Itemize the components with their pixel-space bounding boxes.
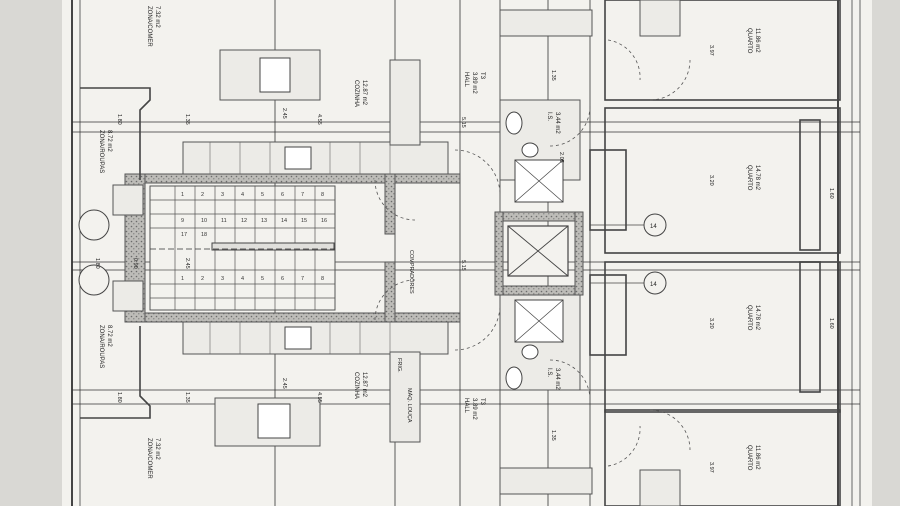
room-name: COZINHA	[353, 372, 359, 399]
step-number: 9	[181, 218, 184, 224]
step-number: 12	[241, 218, 247, 224]
room-area: 8.72 m2	[106, 325, 112, 347]
dimension-label: 1.60	[828, 188, 834, 199]
dimension-label: 1.35	[550, 430, 556, 441]
step-number: 7	[301, 276, 304, 282]
room-area: 3.89 m2	[471, 398, 477, 420]
step-number: 16	[321, 218, 327, 224]
door-swings	[374, 39, 691, 467]
unit-type: T3	[479, 398, 485, 406]
dimension-label: 1.35	[184, 114, 190, 125]
room-name: QUARTO	[746, 445, 752, 471]
step-number: 18	[201, 232, 207, 238]
dimension-label: 2.45	[281, 378, 287, 389]
elevator-shaft	[507, 225, 569, 277]
room-area: 11.86 m2	[754, 445, 760, 470]
cooktops	[214, 49, 321, 447]
step-number: 3	[221, 192, 224, 198]
dimension-label: 3.20	[708, 318, 714, 329]
room-area: 12.87 m2	[361, 80, 367, 106]
room-name: I.S.	[546, 112, 552, 121]
fixture-label: MÁQ. LOUÇA	[406, 388, 413, 423]
room-name: COZINHA	[353, 80, 359, 107]
step-number: 6	[281, 276, 284, 282]
dimension-label: 1.35	[550, 70, 556, 81]
room-name: ZONA/ROUPAS	[98, 130, 104, 173]
step-number: 1	[181, 276, 184, 282]
room-name: QUARTO	[746, 28, 752, 54]
bathrooms	[499, 99, 581, 391]
dimension-label: 3.97	[708, 45, 714, 56]
dimension-label: 1.35	[184, 392, 190, 403]
step-number: 7	[301, 192, 304, 198]
step-number: 1	[181, 192, 184, 198]
step-number: 3	[221, 276, 224, 282]
laundry-zone	[78, 87, 151, 419]
room-labels: ZONA/COMER 7.32 m2 ZONA/ROUPAS 8.72 m2 C…	[98, 6, 760, 479]
dimension-label: 3.20	[708, 175, 714, 186]
fixture-label: COMPRADORES	[408, 250, 414, 294]
bedroom-walls	[499, 0, 841, 506]
room-name: ZONA/COMER	[146, 438, 152, 479]
step-number: 14	[281, 218, 287, 224]
dimension-label: 0.90	[132, 258, 138, 269]
room-area: 14.78 m2	[754, 305, 760, 331]
room-area: 11.86 m2	[754, 28, 760, 53]
dimension-label: 4.55	[316, 392, 322, 403]
room-name: HALL	[463, 72, 469, 88]
room-area: 12.87 m2	[361, 372, 367, 398]
step-number: 10	[201, 218, 207, 224]
room-name: I.S.	[546, 368, 552, 377]
section-marker-label: 14	[650, 282, 657, 288]
room-area: 8.72 m2	[106, 130, 112, 152]
step-number: 5	[261, 276, 264, 282]
step-number: 13	[261, 218, 267, 224]
dimension-labels: 1.80 1.35 4.55 2.45 5.15 1.35 2.05 3.20 …	[94, 45, 834, 473]
room-area: 7.32 m2	[154, 438, 160, 460]
room-area: 14.78 m2	[754, 165, 760, 191]
stair-step-numbers: 1 2 3 4 5 6 7 8 9 10 11 12 13 14 15 16 1…	[181, 192, 327, 282]
dimension-label: 5.15	[460, 117, 466, 128]
dimension-label: 2.45	[281, 108, 287, 119]
step-number: 2	[201, 276, 204, 282]
section-marker-label: 14	[650, 224, 657, 230]
dimension-label: 5.15	[460, 260, 466, 271]
kitchen-counters	[182, 59, 449, 443]
dimension-label: 2.05	[558, 152, 564, 163]
step-number: 2	[201, 192, 204, 198]
step-number: 17	[181, 232, 187, 238]
step-number: 6	[281, 192, 284, 198]
staircase	[149, 185, 336, 311]
step-number: 15	[301, 218, 307, 224]
dimension-label: 1.60	[828, 318, 834, 329]
dimension-label: 3.97	[708, 462, 714, 473]
room-area: 3.89 m2	[471, 72, 477, 94]
room-name: ZONA/ROUPAS	[98, 325, 104, 368]
section-markers: 14 14	[590, 213, 667, 295]
dimension-label: 4.55	[316, 114, 322, 125]
fixture-label: FRIG.	[396, 358, 402, 373]
dimension-label: 1.80	[116, 114, 122, 125]
step-number: 4	[241, 192, 244, 198]
step-number: 5	[261, 192, 264, 198]
unit-type: T3	[479, 72, 485, 80]
step-number: 4	[241, 276, 244, 282]
room-name: ZONA/COMER	[146, 6, 152, 47]
step-number: 11	[221, 218, 227, 224]
room-area: 7.32 m2	[154, 6, 160, 28]
room-area: 3.44 m2	[554, 368, 560, 390]
step-number: 8	[321, 192, 324, 198]
room-name: HALL	[463, 398, 469, 414]
room-area: 3.44 m2	[554, 112, 560, 134]
fixture-labels: COMPRADORES FRIG. MÁQ. LOUÇA	[396, 250, 414, 423]
step-number: 8	[321, 276, 324, 282]
dimension-label: 1.80	[116, 392, 122, 403]
room-name: QUARTO	[746, 165, 752, 191]
dimension-label: 1.80	[94, 258, 100, 269]
room-name: QUARTO	[746, 305, 752, 331]
dimension-label: 2.45	[184, 258, 190, 269]
